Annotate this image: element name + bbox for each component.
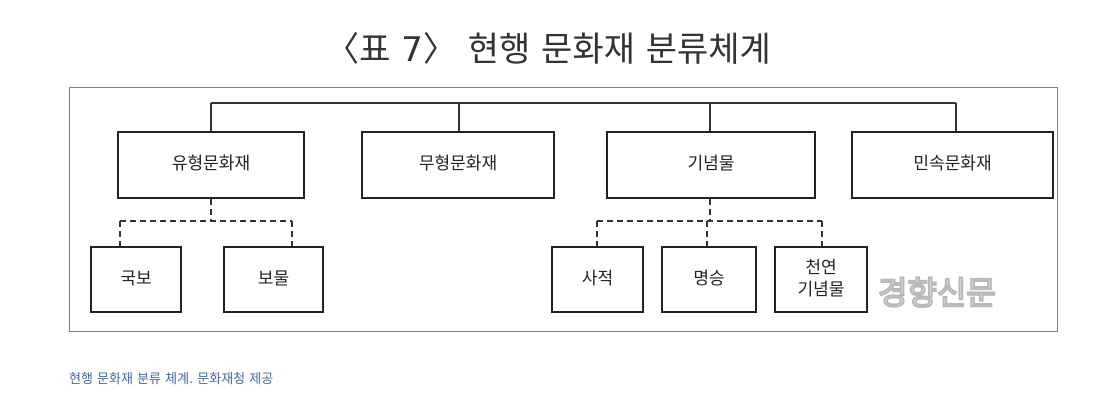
image-caption: 현행 문화재 분류 체계. 문화재청 제공 — [69, 372, 274, 387]
node-national-treasure: 국보 — [90, 246, 182, 313]
watermark: 경향신문 — [878, 274, 997, 313]
node-scenic-site: 명승 — [661, 246, 757, 313]
node-treasure: 보물 — [223, 246, 324, 313]
node-folk-heritage: 민속문화재 — [851, 131, 1054, 199]
node-monument: 기념물 — [606, 131, 816, 199]
node-natural-monument: 천연 기념물 — [774, 246, 868, 313]
node-intangible-heritage: 무형문화재 — [361, 131, 555, 199]
monument-subtree — [596, 199, 823, 246]
node-tangible-heritage: 유형문화재 — [117, 131, 305, 199]
diagram-title: 〈표 7〉 현행 문화재 분류체계 — [325, 30, 771, 70]
node-historic-site: 사적 — [551, 246, 644, 313]
tangible-subtree — [119, 199, 293, 246]
diagram-frame — [69, 87, 1058, 332]
